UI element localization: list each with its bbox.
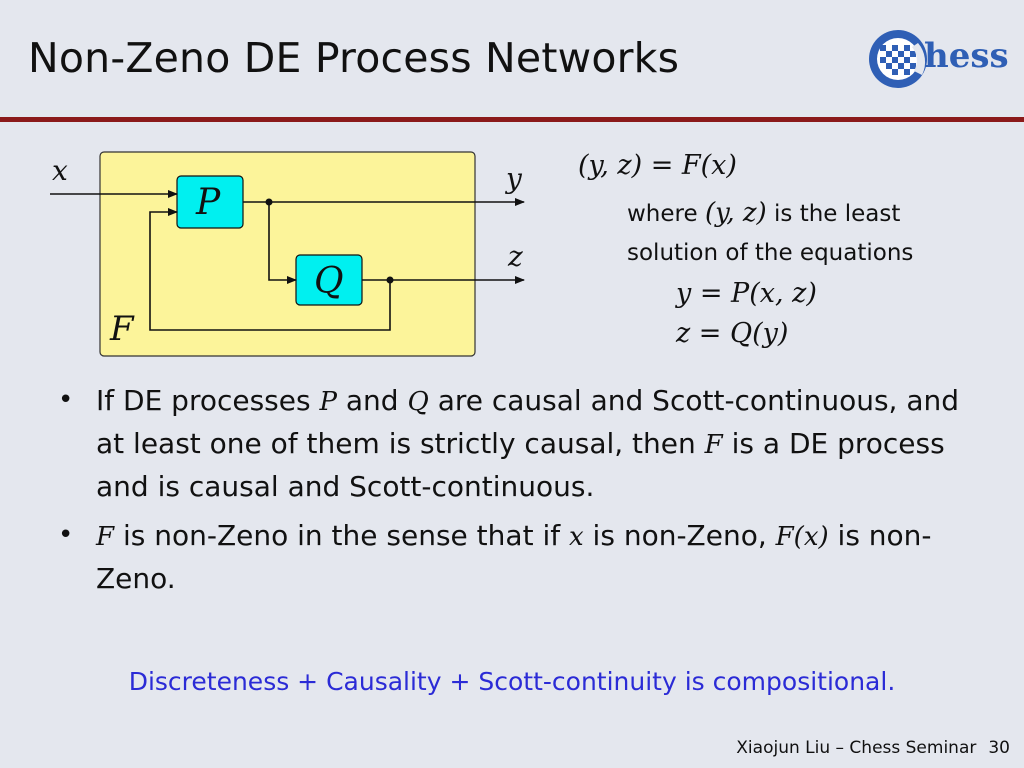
math-symbol-q: Q <box>407 387 429 417</box>
p-to-q-wire <box>268 202 297 284</box>
slide-title: Non-Zeno DE Process Networks <box>28 34 680 82</box>
junction-dot-y <box>265 198 273 206</box>
footer-author: Xiaojun Liu – Chess Seminar <box>736 738 977 758</box>
bullet-text-run: is a DE process and is causal and Scott-… <box>96 427 945 503</box>
bullet-text: If DE processes P and Q are causal and S… <box>96 384 959 503</box>
solution-line: solution of the equations <box>627 240 914 266</box>
composite-f-label: F <box>109 309 135 349</box>
main-equation: (y, z) = F(x) <box>578 150 737 181</box>
page-number: 30 <box>988 738 1010 758</box>
feedback-wire <box>149 208 391 331</box>
math-expr-fx: F(x) <box>775 522 829 552</box>
bullet-text-run: If DE processes <box>96 384 320 417</box>
bullet-text-run: are causal and Scott-continuous, and at … <box>96 384 960 460</box>
conclusion-text: Discreteness + Causality + Scott-continu… <box>128 667 896 696</box>
bullet-dot-icon: • <box>58 385 74 415</box>
where-prefix: where <box>627 201 698 227</box>
bullet-text-run: is non-Zeno in the sense that if <box>114 519 569 552</box>
bullet-dot-icon: • <box>58 520 74 550</box>
composite-process-box <box>99 151 476 357</box>
logo-text: hess <box>924 36 1009 76</box>
bullet-item: • If DE processes P and Q are causal and… <box>56 380 986 507</box>
where-line: where (y, z) is the least <box>627 198 900 228</box>
math-symbol-f: F <box>704 430 723 460</box>
equation-y: y = P(x, z) <box>676 278 817 309</box>
process-network-diagram: x y z P Q F <box>50 151 525 357</box>
math-symbol-f: F <box>96 522 115 552</box>
block-p-label: P <box>195 182 221 223</box>
checkered-globe-icon <box>869 30 927 88</box>
input-x-label: x <box>52 154 68 187</box>
title-divider <box>0 117 1024 122</box>
output-y-label: y <box>504 162 523 195</box>
output-z-label: z <box>507 240 523 273</box>
math-symbol-x: x <box>568 522 584 552</box>
bullet-text: F is non-Zeno in the sense that if x is … <box>96 519 932 595</box>
where-math: (y, z) <box>704 198 767 228</box>
chess-logo: hess <box>869 30 1009 88</box>
equation-z: z = Q(y) <box>676 318 789 349</box>
where-suffix: is the least <box>774 201 901 227</box>
bullet-list: • If DE processes P and Q are causal and… <box>56 380 986 607</box>
bullet-text-run: is non-Zeno. <box>96 519 932 595</box>
footer: Xiaojun Liu – Chess Seminar 30 <box>736 738 1010 758</box>
junction-dot-z <box>386 276 394 284</box>
bullet-text-run: and <box>336 384 408 417</box>
bullet-text-run: is non-Zeno, <box>583 519 776 552</box>
bullet-item: • F is non-Zeno in the sense that if x i… <box>56 515 986 599</box>
math-symbol-p: P <box>319 387 337 417</box>
block-q-label: Q <box>314 261 344 302</box>
